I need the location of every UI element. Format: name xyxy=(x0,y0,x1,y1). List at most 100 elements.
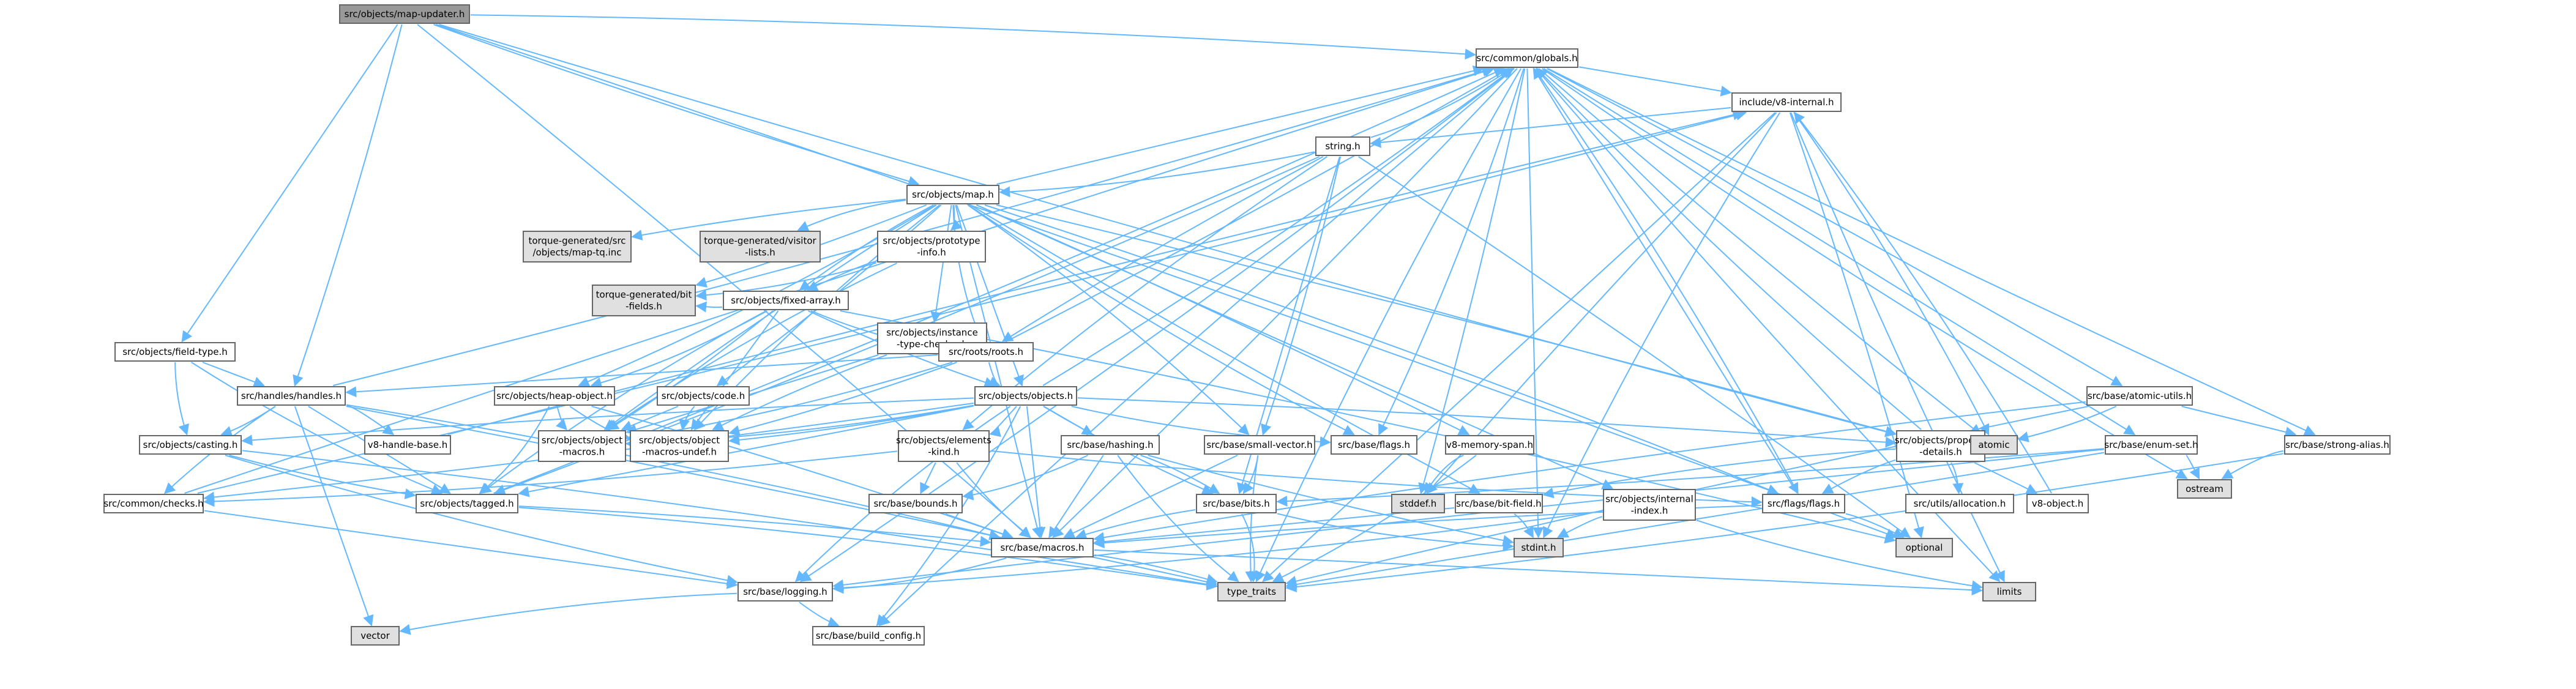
graph-node-map-h[interactable]: src/objects/map.h xyxy=(906,185,999,204)
graph-node-logging[interactable]: src/base/logging.h xyxy=(737,582,833,601)
graph-node-tagged[interactable]: src/objects/tagged.h xyxy=(416,494,518,513)
graph-node-common-checks[interactable]: src/common/checks.h xyxy=(103,494,204,513)
dependency-edge xyxy=(2181,406,2297,438)
dependency-edge xyxy=(1534,68,1799,494)
graph-node-field-type[interactable]: src/objects/field-type.h xyxy=(114,342,236,362)
dependency-edge xyxy=(1543,68,2136,435)
edge-arrow xyxy=(795,406,1011,583)
dependency-edge xyxy=(2017,406,2117,442)
graph-node-object-macros[interactable]: src/objects/object-macros.h xyxy=(538,430,626,462)
graph-node-bits[interactable]: src/base/bits.h xyxy=(1196,494,1277,513)
dependency-edge xyxy=(607,310,774,430)
graph-node-code-h[interactable]: src/objects/code.h xyxy=(657,386,750,406)
dependency-edge xyxy=(2221,450,2284,479)
graph-node-utils-allocation[interactable]: src/utils/allocation.h xyxy=(1905,494,2014,513)
dependency-edge xyxy=(184,66,1495,494)
node-box xyxy=(2177,479,2232,499)
graph-node-prototype-info[interactable]: src/objects/prototype-info.h xyxy=(877,231,986,263)
dependency-edge xyxy=(832,510,1603,594)
graph-node-v8-object[interactable]: v8-object.h xyxy=(2026,494,2089,513)
edge-arrow xyxy=(1075,509,1196,540)
edge-arrow xyxy=(967,204,1250,436)
node-label: src/objects/instance xyxy=(886,327,978,338)
graph-node-small-vector[interactable]: src/base/small-vector.h xyxy=(1204,435,1315,455)
edge-arrow xyxy=(962,455,1089,501)
node-box xyxy=(898,430,990,462)
node-label: src/objects/prototype xyxy=(883,236,980,247)
edge-arrow xyxy=(878,68,1515,627)
graph-node-v8-handle-base[interactable]: v8-handle-base.h xyxy=(364,435,451,455)
edge-arrow xyxy=(1042,67,1514,386)
edge-arrow xyxy=(1578,66,1732,97)
edge-arrow xyxy=(621,406,679,431)
dependency-edge xyxy=(518,505,991,547)
graph-node-flags-flags[interactable]: src/flags/flags.h xyxy=(1762,494,1845,513)
graph-node-internal-index[interactable]: src/objects/internal-index.h xyxy=(1603,489,1696,521)
edge-arrow xyxy=(832,510,1603,594)
graph-node-roots[interactable]: src/roots/roots.h xyxy=(938,342,1034,362)
edge-arrow xyxy=(203,450,898,507)
graph-node-macros[interactable]: src/base/macros.h xyxy=(991,538,1094,557)
graph-node-casting[interactable]: src/objects/casting.h xyxy=(139,435,242,455)
node-box xyxy=(351,626,400,646)
graph-node-elements-kind[interactable]: src/objects/elements-kind.h xyxy=(896,430,991,462)
graph-node-handles[interactable]: src/handles/handles.h xyxy=(237,386,346,406)
node-label: src/utils/allocation.h xyxy=(1914,498,2006,509)
dependency-edge xyxy=(1262,112,1776,583)
node-box xyxy=(938,342,1034,362)
edge-arrow xyxy=(479,406,550,494)
node-label: src/base/build_config.h xyxy=(816,630,921,642)
graph-node-objects-h[interactable]: src/objects/objects.h xyxy=(974,386,1077,406)
dependency-edge xyxy=(346,404,395,436)
dependency-edge xyxy=(690,310,779,431)
graph-node-hashing[interactable]: src/base/hashing.h xyxy=(1061,435,1160,455)
graph-node-string-h[interactable]: string.h xyxy=(1315,136,1370,156)
dependency-edge xyxy=(1526,68,1544,538)
edge-arrow xyxy=(1006,68,1510,342)
node-label: src/base/bounds.h xyxy=(873,498,957,509)
edge-arrow xyxy=(480,310,767,494)
graph-node-map-updater[interactable]: src/objects/map-updater.h xyxy=(339,4,470,24)
edge-arrow xyxy=(1241,513,1260,583)
node-box xyxy=(1603,489,1696,521)
dependency-edge xyxy=(930,204,952,323)
graph-node-stddef: stddef.h xyxy=(1391,494,1445,513)
edge-arrow xyxy=(1793,112,1990,436)
edge-arrow xyxy=(1094,554,1218,585)
edge-arrow xyxy=(1789,112,1924,538)
dependency-edge xyxy=(695,262,877,301)
node-label: src/objects/heap-object.h xyxy=(496,390,613,401)
graph-node-build-config[interactable]: src/base/build_config.h xyxy=(812,626,925,646)
edge-arrow xyxy=(241,397,974,446)
dependency-edge xyxy=(967,204,1250,436)
edge-arrow xyxy=(728,362,957,436)
graph-node-base-flags[interactable]: src/base/flags.h xyxy=(1331,435,1417,455)
node-box xyxy=(114,342,236,362)
edge-arrow xyxy=(447,109,1744,435)
graph-node-enum-set[interactable]: src/base/enum-set.h xyxy=(2104,435,2198,455)
dependency-edge xyxy=(1063,455,1238,538)
edge-arrow xyxy=(1514,513,1534,538)
node-label: include/v8-internal.h xyxy=(1739,97,1834,108)
edge-arrow xyxy=(968,204,1355,435)
node-label: v8-object.h xyxy=(2032,498,2084,509)
graph-node-v8-internal[interactable]: include/v8-internal.h xyxy=(1731,92,1842,112)
dependency-edge xyxy=(1094,549,1983,596)
edge-arrow xyxy=(1285,452,2105,590)
graph-node-v8-memory-span[interactable]: v8-memory-span.h xyxy=(1445,435,1534,455)
dependency-edge xyxy=(439,24,1897,438)
node-box xyxy=(2026,494,2089,513)
graph-node-object-macros-undef[interactable]: src/objects/object-macros-undef.h xyxy=(630,430,729,462)
graph-node-strong-alias[interactable]: src/base/strong-alias.h xyxy=(2284,435,2391,455)
node-box xyxy=(974,386,1077,406)
graph-node-globals[interactable]: src/common/globals.h xyxy=(1476,48,1578,68)
graph-node-bit-field[interactable]: src/base/bit-field.h xyxy=(1455,494,1543,513)
graph-node-atomic-utils[interactable]: src/base/atomic-utils.h xyxy=(2086,386,2193,406)
dependency-edge xyxy=(591,406,1014,540)
dependency-edge xyxy=(1077,397,1897,448)
dependency-edge xyxy=(832,449,2105,590)
edge-arrow xyxy=(294,406,374,627)
graph-node-heap-object[interactable]: src/objects/heap-object.h xyxy=(494,386,615,406)
graph-node-bounds[interactable]: src/base/bounds.h xyxy=(868,494,963,513)
graph-node-fixed-array[interactable]: src/objects/fixed-array.h xyxy=(723,291,849,310)
